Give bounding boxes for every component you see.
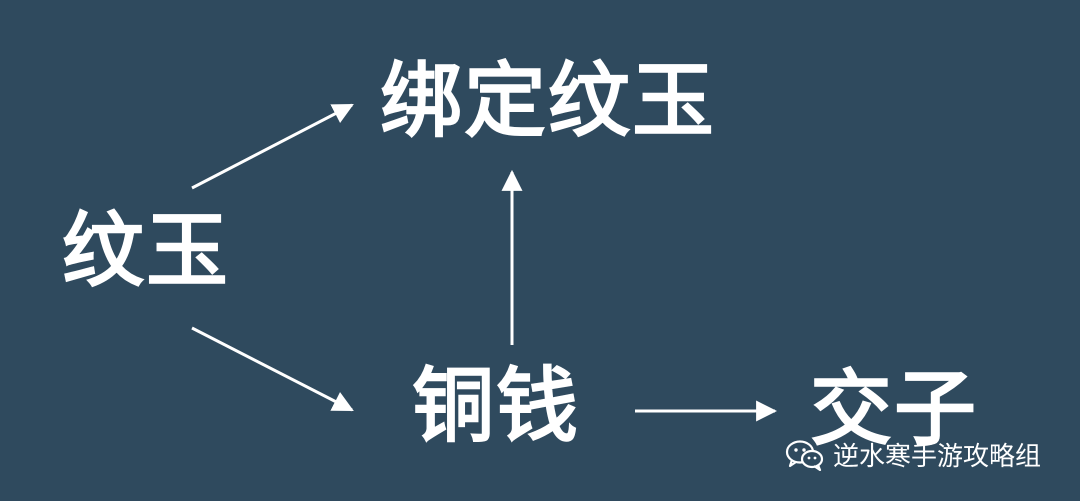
node-wenyu: 纹玉 (62, 203, 231, 299)
arrow-wenyu-to-coin (191, 326, 354, 412)
node-jiaozi: 交子 (810, 361, 979, 457)
node-bound-wenyu: 绑定纹玉 (380, 53, 717, 149)
node-copper-coin: 铜钱 (412, 358, 581, 454)
arrow-wenyu-to-bound (191, 103, 354, 190)
watermark: 逆水寒手游攻略组 (785, 436, 1041, 473)
watermark-text: 逆水寒手游攻略组 (833, 442, 1042, 472)
wechat-icon (785, 439, 824, 471)
